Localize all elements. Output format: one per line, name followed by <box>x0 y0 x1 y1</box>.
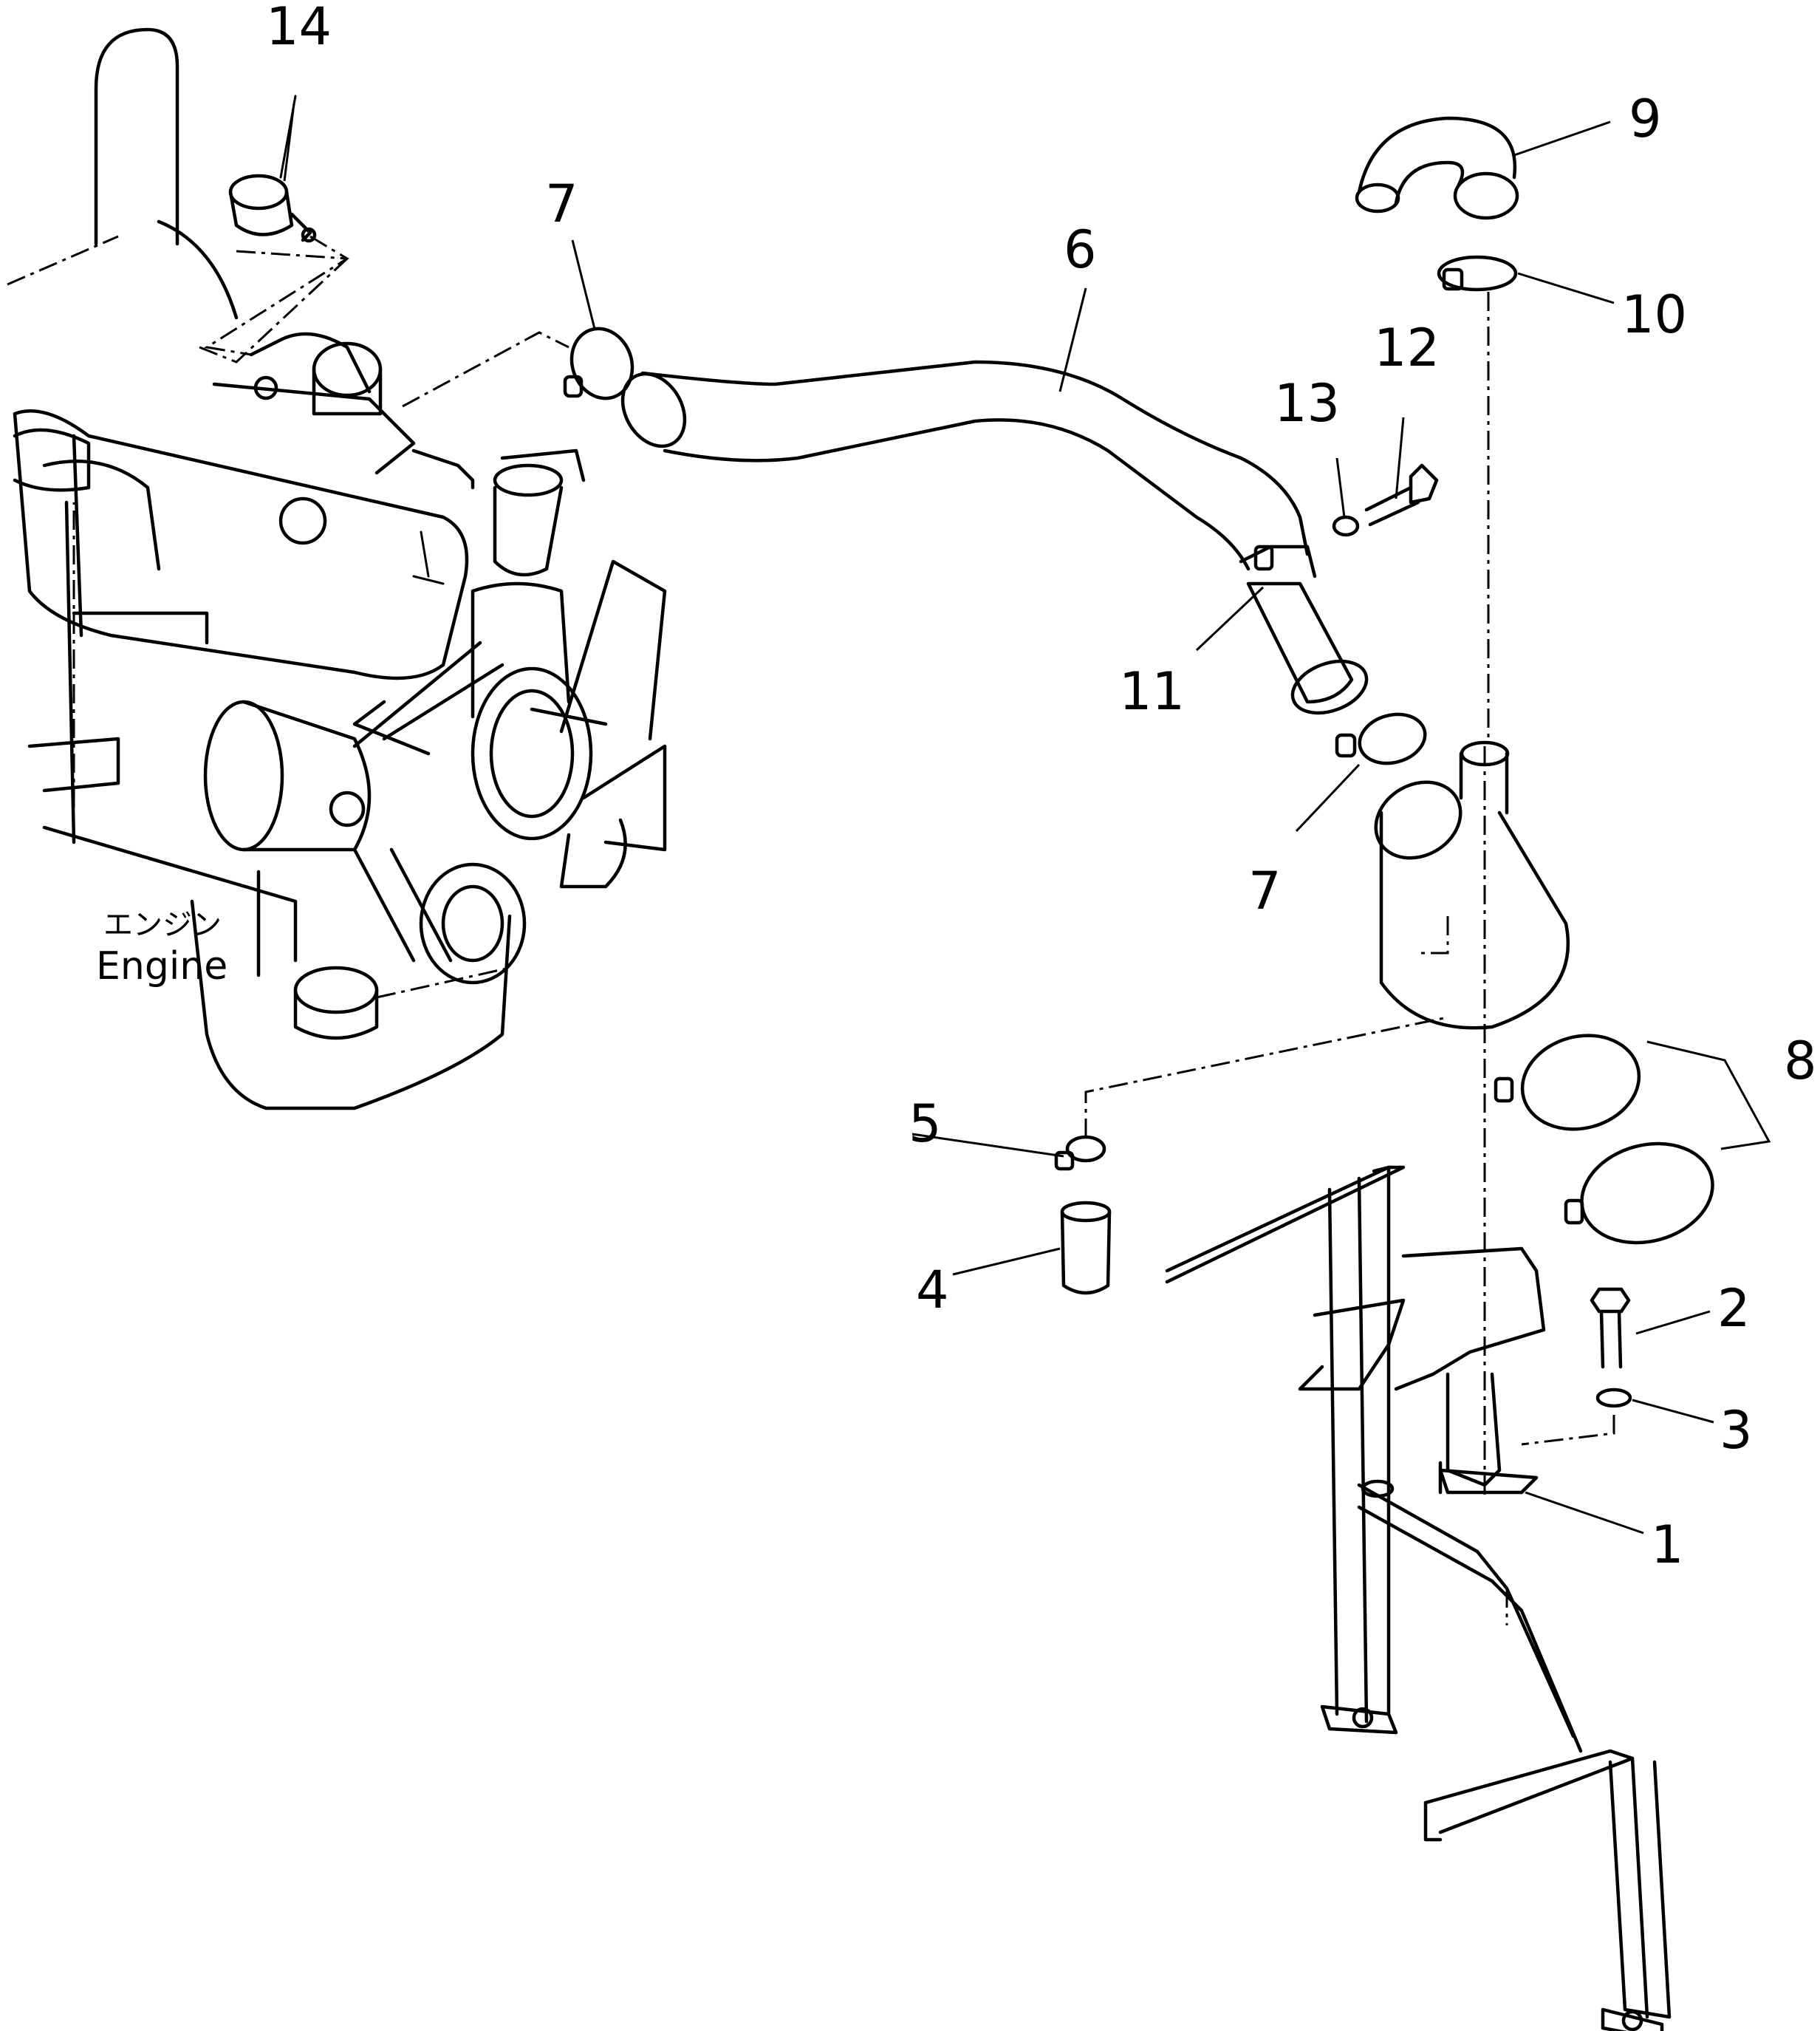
callout-1: 1 <box>1651 1515 1684 1575</box>
callout-4: 4 <box>916 1260 949 1320</box>
callout-10: 10 <box>1621 284 1687 345</box>
clamp-part-10 <box>1437 255 1518 292</box>
clamp-part-11 <box>1239 545 1317 578</box>
engine-assembly <box>7 27 667 1110</box>
callout-8: 8 <box>1784 1031 1817 1091</box>
sensor-part-14 <box>228 174 317 243</box>
callout-5: 5 <box>909 1093 942 1154</box>
engine-label-en: Engine <box>96 944 228 989</box>
callout-11: 11 <box>1119 661 1185 722</box>
callout-3: 3 <box>1720 1400 1753 1461</box>
hose-part-6 <box>620 360 1369 715</box>
callout-12: 12 <box>1374 318 1440 378</box>
bracket-part-1 <box>1298 1246 1546 1495</box>
bolt-part-2 <box>1590 1287 1631 1369</box>
frame <box>1165 1165 1672 2031</box>
clamp-part-5 <box>1054 1135 1106 1171</box>
elbow-part-9 <box>1355 116 1519 220</box>
callout-14: 14 <box>266 0 332 57</box>
engine-label-jp: エンジン <box>103 908 222 942</box>
callout-7-lower: 7 <box>1248 861 1282 921</box>
callout-6: 6 <box>1064 219 1097 280</box>
washer-part-3 <box>1595 1387 1632 1408</box>
washer-part-13 <box>1332 515 1360 537</box>
air-cleaner <box>1374 740 1570 1030</box>
callout-7-upper: 7 <box>545 174 578 234</box>
leader-lines <box>283 103 1771 1535</box>
band-part-8-upper <box>1494 1034 1641 1131</box>
band-part-8-lower <box>1564 1141 1714 1245</box>
clamp-part-7-upper <box>563 327 634 400</box>
callout-2: 2 <box>1717 1278 1751 1339</box>
bolt-part-12 <box>1364 463 1439 527</box>
hose-part-4 <box>1060 1201 1112 1295</box>
callout-9: 9 <box>1629 89 1662 149</box>
callout-13: 13 <box>1274 373 1340 434</box>
clamp-part-7-lower <box>1335 712 1427 765</box>
